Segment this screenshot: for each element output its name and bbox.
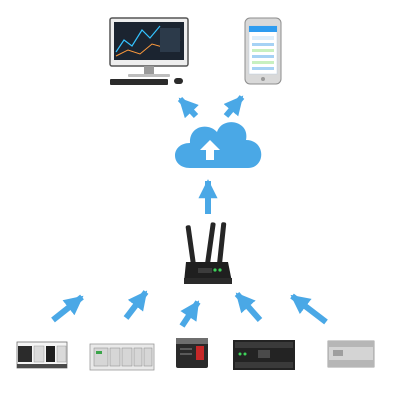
cloud-upload-icon [175,122,262,168]
arrow-device1-to-router [51,294,84,323]
black-plc-icon [233,340,295,370]
arrow-cloud-to-pc [177,96,199,119]
arrow-device3-to-router [179,300,201,328]
modular-plc-icon [89,343,155,371]
arrow-device4-to-router [234,292,263,322]
arrow-cloud-to-phone [223,95,245,118]
data-flow-arrows [51,95,328,328]
arrow-device2-to-router [123,290,149,320]
plc-controller-icon [16,341,68,369]
industrial-gateway-icon [176,338,208,368]
compact-plc-icon [327,340,375,368]
arrow-device5-to-router [290,293,328,325]
desktop-computer-icon [109,17,189,85]
smartphone-icon [244,17,282,85]
4g-router-icon [184,222,232,284]
